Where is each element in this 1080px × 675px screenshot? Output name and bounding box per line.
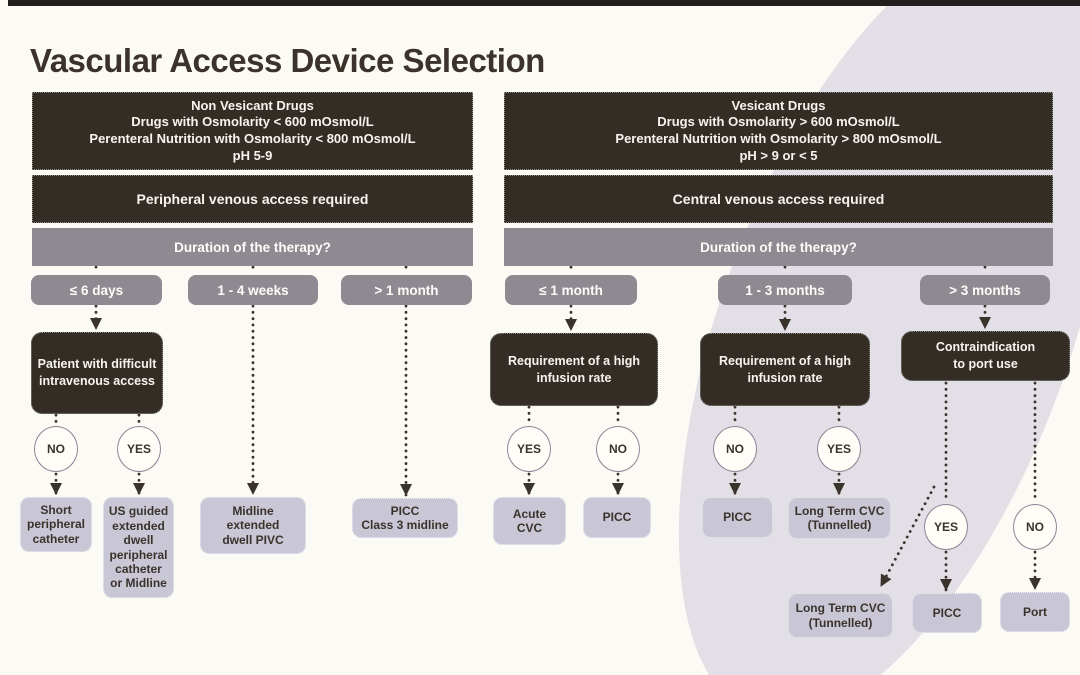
result-midline-pivc: Midline extended dwell PIVC <box>200 497 306 554</box>
result-picc-2: PICC <box>702 497 773 538</box>
page-title: Vascular Access Device Selection <box>30 42 545 79</box>
contraindication-port-box: Contraindication to port use <box>901 331 1070 381</box>
result-acute-cvc: Acute CVC <box>493 497 566 545</box>
circle-yes-difficult-access: YES <box>117 426 161 472</box>
circle-no-infusion-2: NO <box>713 426 757 472</box>
peripheral-access-box: Peripheral venous access required <box>32 175 473 223</box>
circle-no-difficult-access: NO <box>34 426 78 472</box>
result-short-peripheral-catheter: Short peripheral catheter <box>20 497 92 552</box>
header-non-vesicant: Non Vesicant Drugs Drugs with Osmolarity… <box>32 92 473 170</box>
result-picc-1: PICC <box>583 497 651 538</box>
result-picc-class3-midline: PICC Class 3 midline <box>352 498 458 538</box>
result-us-guided-midline: US guided extended dwell peripheral cath… <box>103 497 174 598</box>
duration-question-left: Duration of the therapy? <box>32 228 473 266</box>
circle-yes-infusion-1: YES <box>507 426 551 472</box>
header-vesicant: Vesicant Drugs Drugs with Osmolarity > 6… <box>504 92 1053 170</box>
result-picc-3: PICC <box>912 593 982 633</box>
circle-no-infusion-1: NO <box>596 426 640 472</box>
circle-yes-infusion-2: YES <box>817 426 861 472</box>
duration-gt-1-month: > 1 month <box>341 275 472 305</box>
duration-question-right: Duration of the therapy? <box>504 228 1053 266</box>
high-infusion-rate-box-1: Requirement of a high infusion rate <box>490 333 658 406</box>
result-port: Port <box>1000 592 1070 632</box>
duration-gt-3-months: > 3 months <box>920 275 1050 305</box>
top-border <box>8 0 1080 6</box>
result-long-term-cvc-1: Long Term CVC (Tunnelled) <box>788 497 891 539</box>
central-access-box: Central venous access required <box>504 175 1053 223</box>
circle-yes-contraindication: YES <box>924 504 968 550</box>
duration-1-3-months: 1 - 3 months <box>718 275 852 305</box>
high-infusion-rate-box-2: Requirement of a high infusion rate <box>700 333 870 406</box>
difficult-iv-access-box: Patient with difficult intravenous acces… <box>31 332 163 414</box>
duration-1-4-weeks: 1 - 4 weeks <box>188 275 318 305</box>
result-long-term-cvc-2: Long Term CVC (Tunnelled) <box>788 593 893 638</box>
duration-le-6-days: ≤ 6 days <box>31 275 162 305</box>
duration-le-1-month: ≤ 1 month <box>505 275 637 305</box>
circle-no-contraindication: NO <box>1013 504 1057 550</box>
